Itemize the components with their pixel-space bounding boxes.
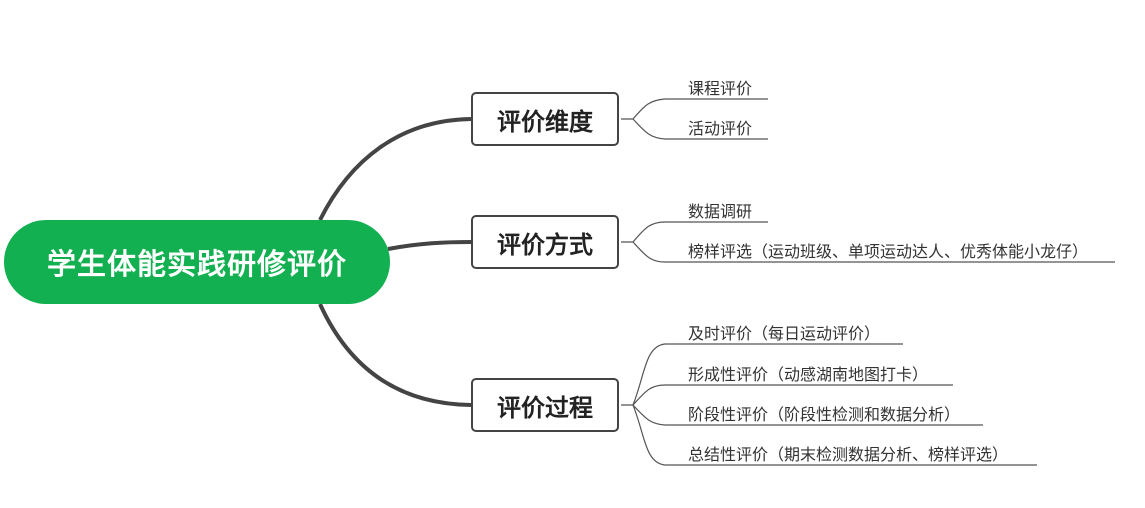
leaf-summative-evaluation[interactable]: 总结性评价（期末检测数据分析、榜样评选） (688, 445, 1009, 464)
branch-evaluation-dimension[interactable]: 评价维度 (471, 92, 619, 146)
connector-dimension-leaf-1 (621, 98, 768, 120)
connector-process-leaf-4 (632, 404, 1037, 466)
connector-root-dimension (318, 117, 472, 221)
branch-evaluation-process[interactable]: 评价过程 (471, 378, 619, 432)
leaf-activity-evaluation[interactable]: 活动评价 (688, 119, 753, 138)
connector-method-leaf-2 (632, 241, 1115, 263)
leaf-role-model-selection[interactable]: 榜样评选（运动班级、单项运动达人、优秀体能小龙仔） (688, 242, 1089, 261)
connector-root-process (318, 303, 472, 407)
branch-evaluation-method[interactable]: 评价方式 (471, 215, 619, 269)
root-topic[interactable]: 学生体能实践研修评价 (4, 220, 390, 304)
leaf-timely-evaluation[interactable]: 及时评价（每日运动评价） (688, 324, 881, 343)
leaf-course-evaluation[interactable]: 课程评价 (688, 79, 753, 98)
connector-process-leaf-1 (621, 343, 903, 406)
leaf-formative-evaluation[interactable]: 形成性评价（动感湖南地图打卡） (688, 365, 929, 384)
connector-root-method (387, 240, 472, 251)
connector-process-leaf-3 (632, 404, 983, 426)
connector-process-leaf-2 (632, 384, 953, 406)
leaf-stage-evaluation[interactable]: 阶段性评价（阶段性检测和数据分析） (688, 405, 961, 424)
connector-method-leaf-1 (621, 221, 768, 243)
connector-dimension-leaf-2 (632, 118, 768, 140)
leaf-data-survey[interactable]: 数据调研 (688, 202, 753, 221)
